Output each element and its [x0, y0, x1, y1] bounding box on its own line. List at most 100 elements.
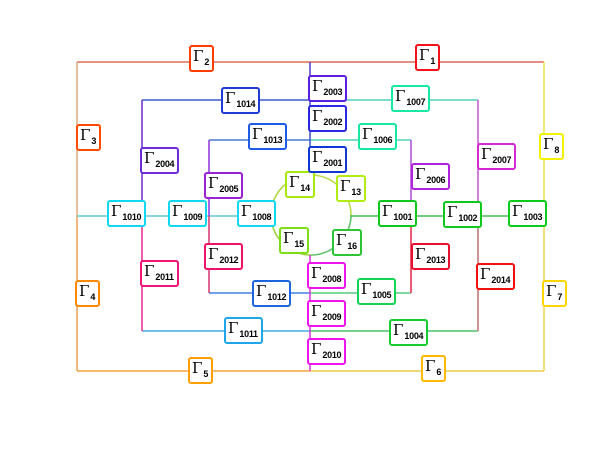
label-subscript: 4	[90, 292, 96, 302]
gamma-symbol: Γ	[312, 77, 323, 95]
label-subscript: 1011	[239, 329, 258, 339]
label-subscript: 15	[294, 239, 304, 249]
gamma-symbol: Γ	[241, 202, 252, 220]
label-subscript: 1010	[122, 212, 142, 222]
label-subscript: 1001	[393, 212, 413, 222]
gamma-symbol: Γ	[312, 107, 323, 125]
label-subscript: 1005	[372, 290, 392, 300]
label-subscript: 1	[430, 56, 436, 66]
gamma-symbol: Γ	[80, 126, 91, 144]
label-subscript: 2014	[491, 275, 511, 285]
label-subscript: 2002	[323, 117, 343, 127]
gamma-symbol: Γ	[172, 202, 183, 220]
gamma-symbol: Γ	[425, 357, 436, 375]
label-subscript: 2001	[323, 158, 343, 168]
gamma-symbol: Γ	[512, 202, 523, 220]
label-subscript: 1012	[267, 292, 287, 302]
label-subscript: 3	[91, 136, 97, 146]
gamma-symbol: Γ	[192, 359, 203, 377]
gamma-symbol: Γ	[79, 282, 90, 300]
gamma-symbol: Γ	[208, 245, 219, 263]
label-subscript: 2013	[426, 255, 446, 265]
label-subscript: 2006	[426, 175, 446, 185]
label-subscript: 13	[351, 187, 361, 197]
gamma-symbol: Γ	[415, 245, 426, 263]
gamma-symbol: Γ	[395, 87, 406, 105]
label-subscript: 1003	[523, 212, 543, 222]
label-subscript: 1013	[263, 135, 283, 145]
label-subscript: 2008	[322, 274, 342, 284]
gamma-symbol: Γ	[336, 231, 347, 249]
gamma-symbol: Γ	[311, 302, 322, 320]
gamma-symbol: Γ	[311, 340, 322, 358]
gamma-symbol: Γ	[382, 202, 393, 220]
gamma-symbol: Γ	[312, 148, 323, 166]
label-subscript: 1004	[404, 331, 424, 341]
label-subscript: 1006	[373, 135, 393, 145]
label-subscript: 2011	[155, 272, 174, 282]
label-subscript: 1014	[236, 99, 256, 109]
label-subscript: 2012	[219, 255, 239, 265]
label-subscript: 1008	[252, 212, 272, 222]
gamma-symbol: Γ	[252, 125, 263, 143]
gamma-symbol: Γ	[256, 282, 267, 300]
label-subscript: 2009	[322, 312, 342, 322]
gamma-symbol: Γ	[193, 47, 204, 65]
label-subscript: 8	[554, 145, 560, 155]
gamma-symbol: Γ	[144, 149, 155, 167]
gamma-symbol: Γ	[481, 145, 492, 163]
gamma-symbol: Γ	[393, 321, 404, 339]
label-subscript: 1002	[458, 213, 478, 223]
label-subscript: 14	[300, 183, 310, 193]
gamma-symbol: Γ	[419, 46, 430, 64]
gamma-symbol: Γ	[311, 264, 322, 282]
gamma-symbol: Γ	[447, 203, 458, 221]
gamma-symbol: Γ	[283, 229, 294, 247]
gamma-symbol: Γ	[340, 177, 351, 195]
gamma-symbol: Γ	[111, 202, 122, 220]
label-subscript: 2003	[323, 87, 343, 97]
label-subscript: 1007	[406, 97, 426, 107]
gamma-symbol: Γ	[361, 280, 372, 298]
gamma-symbol: Γ	[546, 282, 557, 300]
gamma-symbol: Γ	[289, 173, 300, 191]
gamma-symbol: Γ	[480, 265, 491, 283]
label-subscript: 2004	[155, 159, 175, 169]
label-subscript: 2010	[322, 350, 342, 360]
gamma-symbol: Γ	[543, 135, 554, 153]
label-subscript: 1009	[183, 212, 203, 222]
